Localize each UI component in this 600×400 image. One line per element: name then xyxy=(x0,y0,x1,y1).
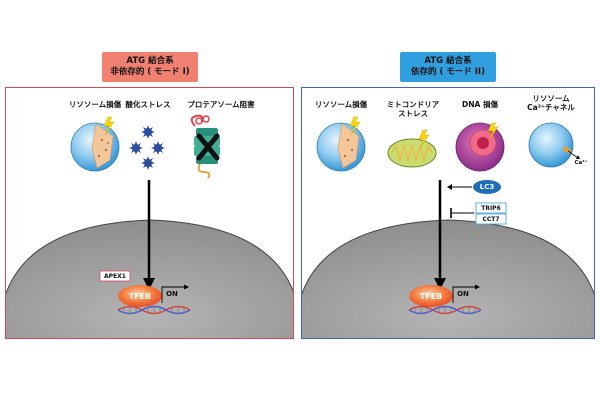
on-label-right: ON xyxy=(457,290,469,298)
label-lysosome-damage-left: リソソーム損傷 xyxy=(68,100,122,109)
mode-i-header-line1: ATG 結合系 xyxy=(126,56,174,66)
ca-ion-label: Ca²⁺ xyxy=(574,160,588,166)
mode-i-header: ATG 結合系 非依存的 ( モード I) xyxy=(102,52,198,82)
lysosome-damage-icon-right xyxy=(316,116,366,172)
mode-i-header-line2: 非依存的 ( モード I) xyxy=(110,67,190,77)
mode-ii-header: ATG 結合系 依存的 ( モード II) xyxy=(400,52,496,82)
mode-ii-header-line1: ATG 結合系 xyxy=(424,56,472,66)
nucleus-right xyxy=(302,219,594,338)
dna-damage-icon xyxy=(455,122,505,172)
mitochondria-icon xyxy=(387,129,437,168)
lysosome-ca-channel-icon xyxy=(528,122,580,168)
label-mito-stress-line2: ストレス xyxy=(398,109,428,118)
label-mito-stress-line1: ミトコンドリア xyxy=(386,100,440,109)
cct7-label: CCT7 xyxy=(482,216,500,223)
label-ca-channel-line1: リソソーム xyxy=(532,94,570,103)
mode-ii-header-line2: 依存的 ( モード II) xyxy=(411,67,485,77)
lc3-label: LC3 xyxy=(479,183,495,191)
label-lysosome-damage-right: リソソーム損傷 xyxy=(314,100,368,109)
oxidative-stress-icon xyxy=(129,125,165,170)
tfeb-label-right: TFEB xyxy=(419,292,443,301)
label-dna-damage: DNA 損傷 xyxy=(462,100,498,109)
dna-helix-right xyxy=(408,305,482,315)
label-proteasome-inhibition: プロテアソーム阻害 xyxy=(187,100,255,109)
apex1-label: APEX1 xyxy=(104,273,126,280)
label-oxidative-stress: 酸化ストレス xyxy=(125,100,171,109)
trip6-label: TRIP6 xyxy=(481,205,501,212)
dna-helix-left xyxy=(117,305,191,315)
on-label-left: ON xyxy=(166,290,178,298)
lysosome-damage-icon-left xyxy=(70,116,120,172)
proteasome-inhibition-icon xyxy=(190,114,220,179)
tfeb-label-left: TFEB xyxy=(128,292,152,301)
label-ca-channel-line2: Ca²⁺チャネル xyxy=(527,103,575,112)
